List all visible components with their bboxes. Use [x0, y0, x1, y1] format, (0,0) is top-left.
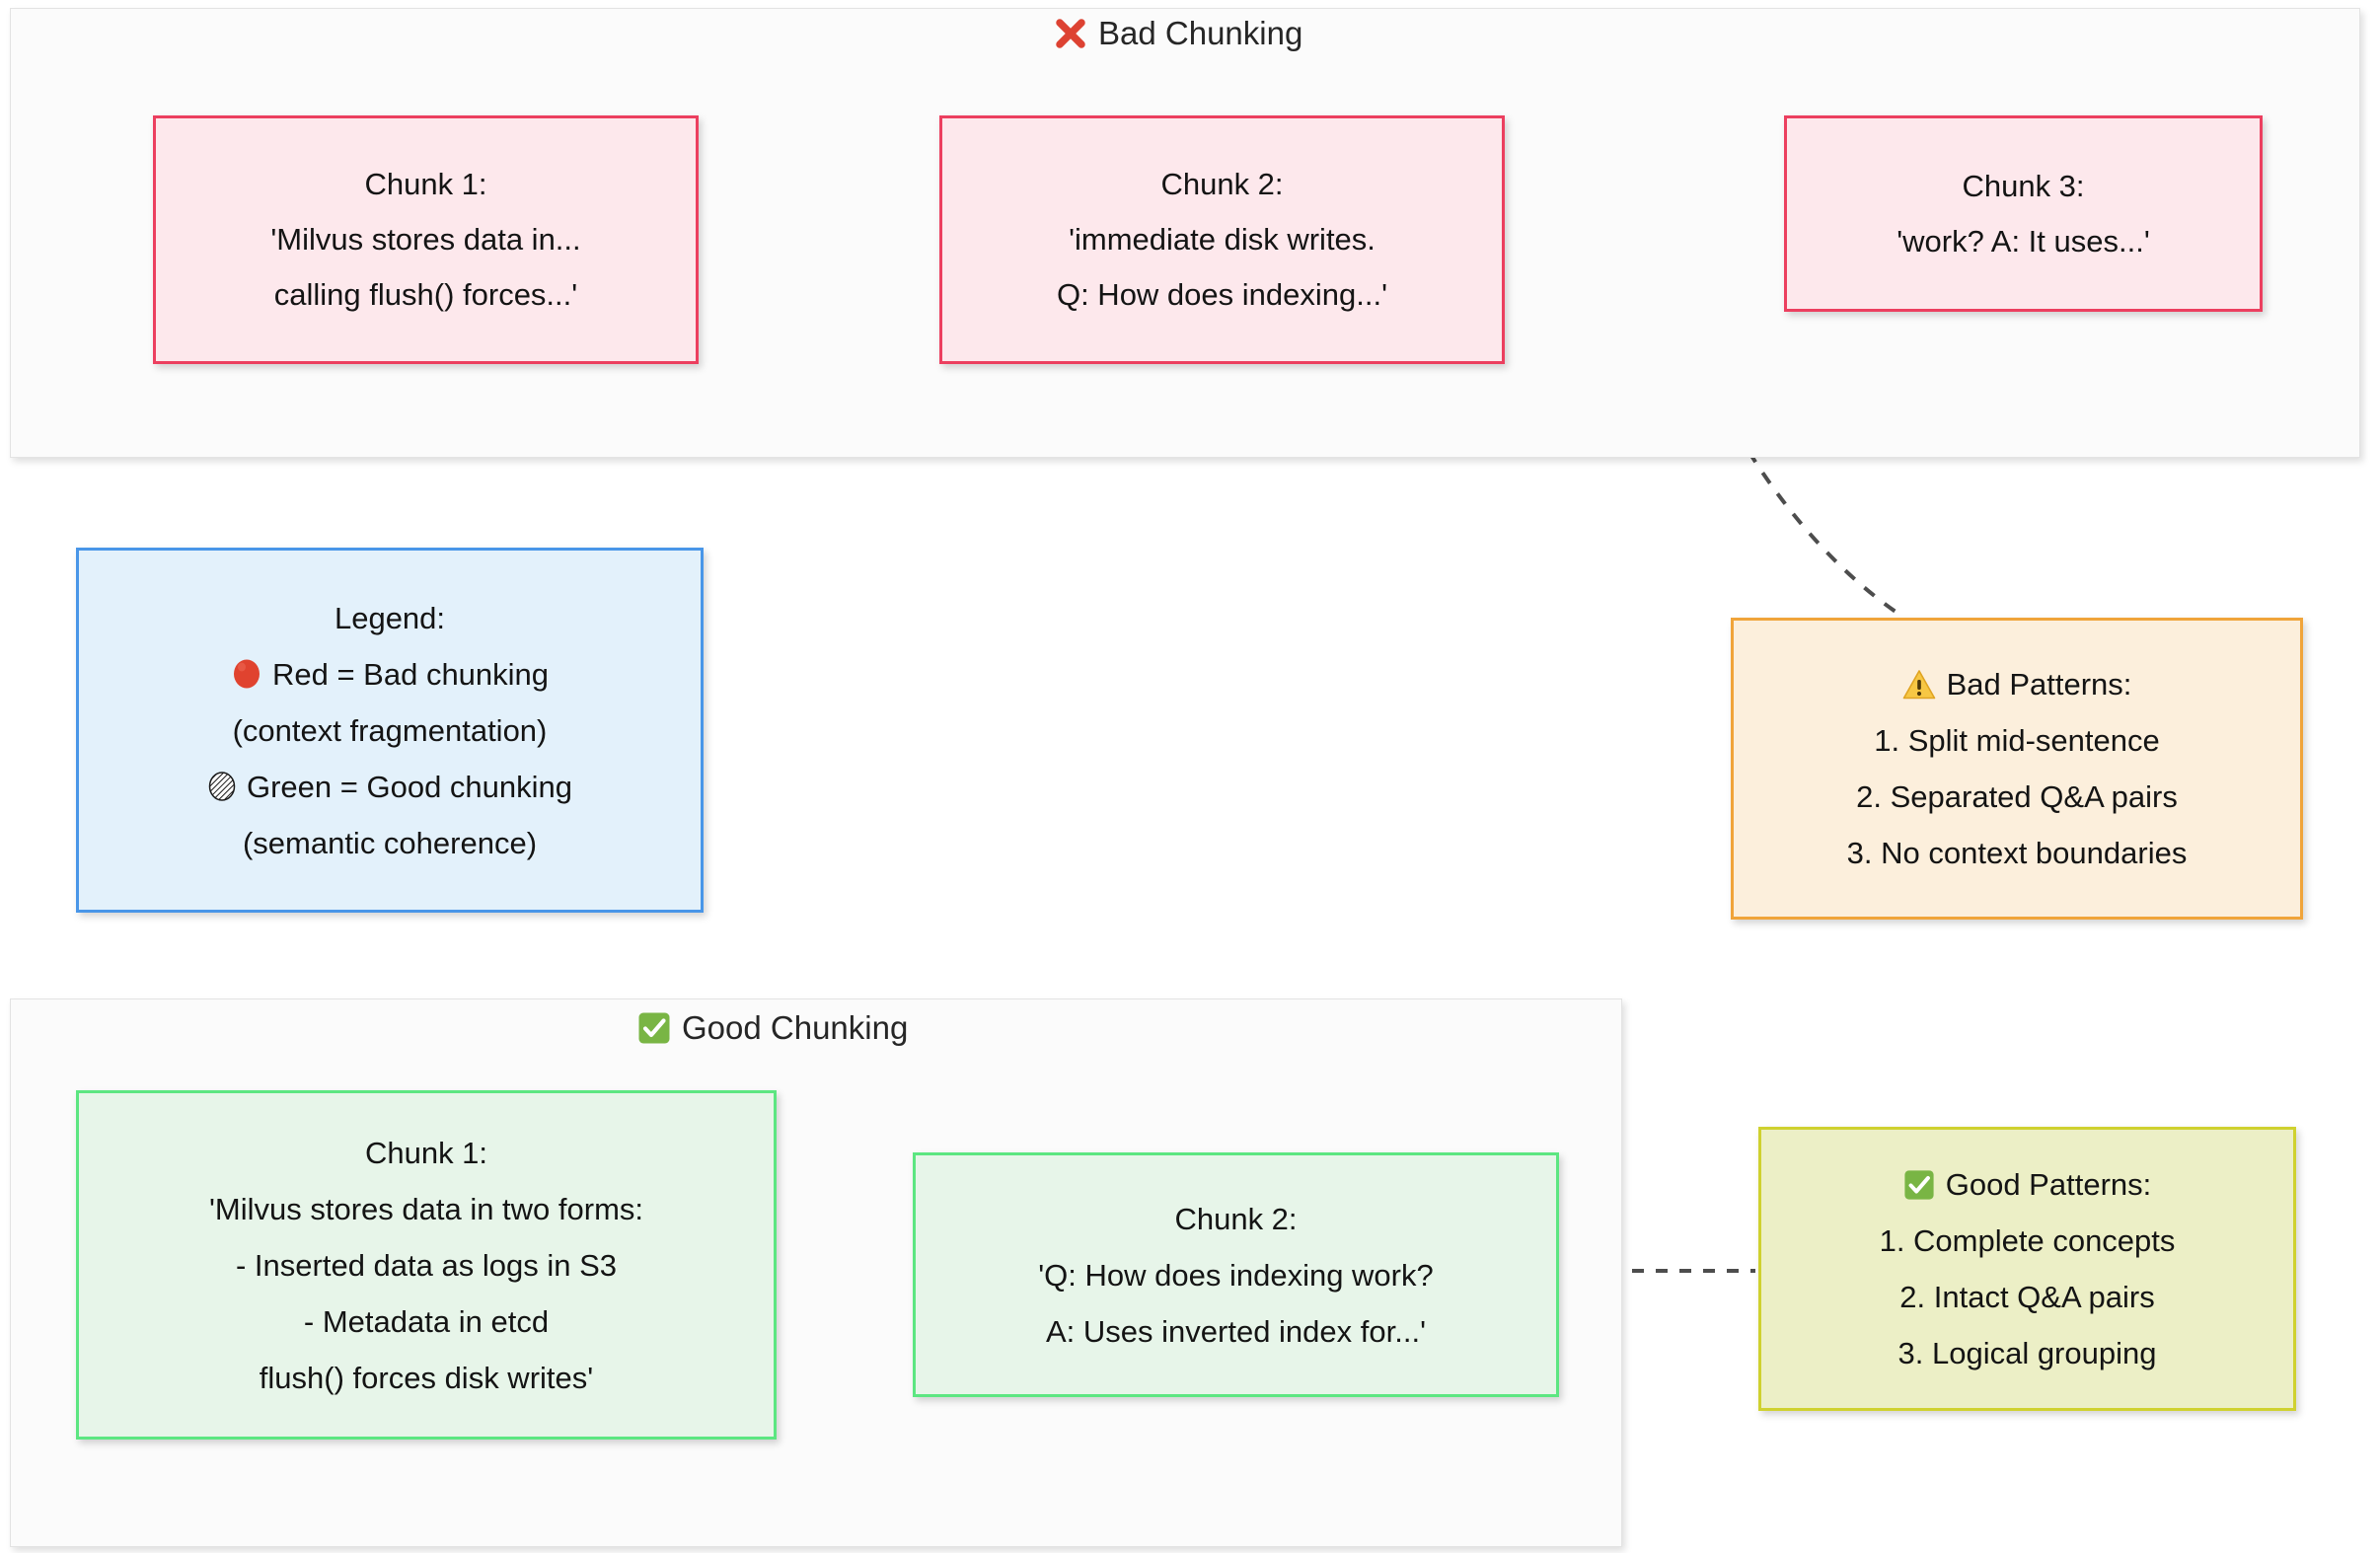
legend-item-sub: (semantic coherence)	[242, 825, 538, 860]
section-good-chunking-title: Good Chunking	[637, 1006, 908, 1050]
check-mark-button-icon	[637, 1011, 671, 1045]
section-bad-chunking-title-text: Bad Chunking	[1098, 15, 1303, 51]
node-title: Chunk 1:	[364, 1135, 488, 1170]
legend-title: Legend:	[334, 600, 446, 635]
node-line: 'immediate disk writes.	[1069, 222, 1376, 257]
node-title: Chunk 3:	[1962, 168, 2085, 203]
note-bad-patterns: Bad Patterns: 1. Split mid-sentence 2. S…	[1731, 618, 2303, 920]
node-line: 'Milvus stores data in...	[270, 222, 581, 257]
red-circle-icon	[231, 658, 262, 690]
note-item: 3. Logical grouping	[1897, 1336, 2157, 1370]
node-line: A: Uses inverted index for...'	[1046, 1313, 1426, 1349]
legend-item-red: Red = Bad chunking	[231, 646, 549, 703]
node-good-chunk-1[interactable]: Chunk 1: 'Milvus stores data in two form…	[76, 1090, 777, 1440]
node-bad-chunk-2[interactable]: Chunk 2: 'immediate disk writes. Q: How …	[939, 115, 1505, 364]
node-line: 'work? A: It uses...'	[1897, 223, 2150, 259]
node-line: 'Milvus stores data in two forms:	[208, 1191, 644, 1226]
note-item: 1. Complete concepts	[1879, 1223, 2176, 1258]
note-item: 2. Separated Q&A pairs	[1856, 779, 2178, 814]
check-mark-button-icon	[1903, 1169, 1935, 1201]
node-line: 'Q: How does indexing work?	[1038, 1257, 1434, 1293]
node-line: - Metadata in etcd	[303, 1303, 550, 1339]
legend-item-label: Red = Bad chunking	[271, 656, 550, 692]
node-line: flush() forces disk writes'	[259, 1360, 594, 1395]
note-good-patterns-heading: Good Patterns:	[1903, 1156, 2152, 1213]
hatched-circle-icon	[207, 772, 237, 801]
node-title: Chunk 2:	[1174, 1201, 1298, 1236]
section-bad-chunking-title: Bad Chunking	[1054, 12, 1302, 55]
node-title: Chunk 2:	[1160, 167, 1284, 201]
note-bad-patterns-heading: Bad Patterns:	[1902, 656, 2132, 712]
legend-box: Legend: Red = Bad chunking (context frag…	[76, 548, 704, 913]
legend-item-sub: (context fragmentation)	[232, 712, 548, 748]
legend-item-green: Green = Good chunking	[207, 759, 572, 815]
node-line: Q: How does indexing...'	[1056, 277, 1388, 312]
note-item: 2. Intact Q&A pairs	[1899, 1280, 2155, 1314]
node-line: - Inserted data as logs in S3	[235, 1247, 617, 1283]
node-bad-chunk-3[interactable]: Chunk 3: 'work? A: It uses...'	[1784, 115, 2263, 312]
legend-item-label: Green = Good chunking	[246, 769, 573, 804]
node-line: calling flush() forces...'	[273, 277, 578, 312]
note-good-patterns: Good Patterns: 1. Complete concepts 2. I…	[1758, 1127, 2296, 1411]
note-item: 3. No context boundaries	[1846, 836, 2188, 870]
note-bad-patterns-heading-text: Bad Patterns:	[1946, 667, 2132, 702]
node-bad-chunk-1[interactable]: Chunk 1: 'Milvus stores data in... calli…	[153, 115, 699, 364]
node-good-chunk-2[interactable]: Chunk 2: 'Q: How does indexing work? A: …	[913, 1152, 1559, 1397]
note-item: 1. Split mid-sentence	[1874, 723, 2160, 758]
note-good-patterns-heading-text: Good Patterns:	[1945, 1167, 2152, 1202]
node-title: Chunk 1:	[364, 167, 487, 201]
cross-mark-icon	[1054, 17, 1087, 50]
section-good-chunking-title-text: Good Chunking	[682, 1009, 909, 1046]
warning-icon	[1902, 668, 1936, 702]
